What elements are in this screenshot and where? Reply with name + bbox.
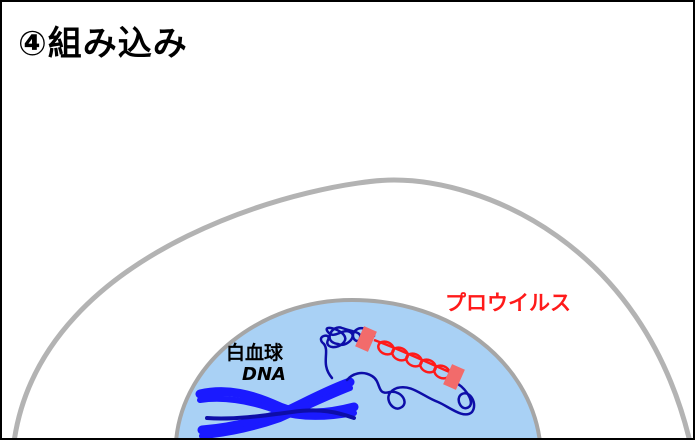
host-dna-strand (319, 326, 476, 416)
provirus-dna (373, 338, 455, 380)
ltr-block-left (355, 326, 377, 352)
white-blood-cell-label: 白血球 (226, 342, 284, 364)
step-title: ④組み込み (18, 24, 188, 64)
dna-label: DNA (242, 364, 286, 385)
provirus-label: プロウイルス (445, 291, 571, 315)
host-chromosome (195, 377, 359, 438)
ltr-block-right (443, 364, 465, 390)
cell-membrane (12, 177, 692, 438)
